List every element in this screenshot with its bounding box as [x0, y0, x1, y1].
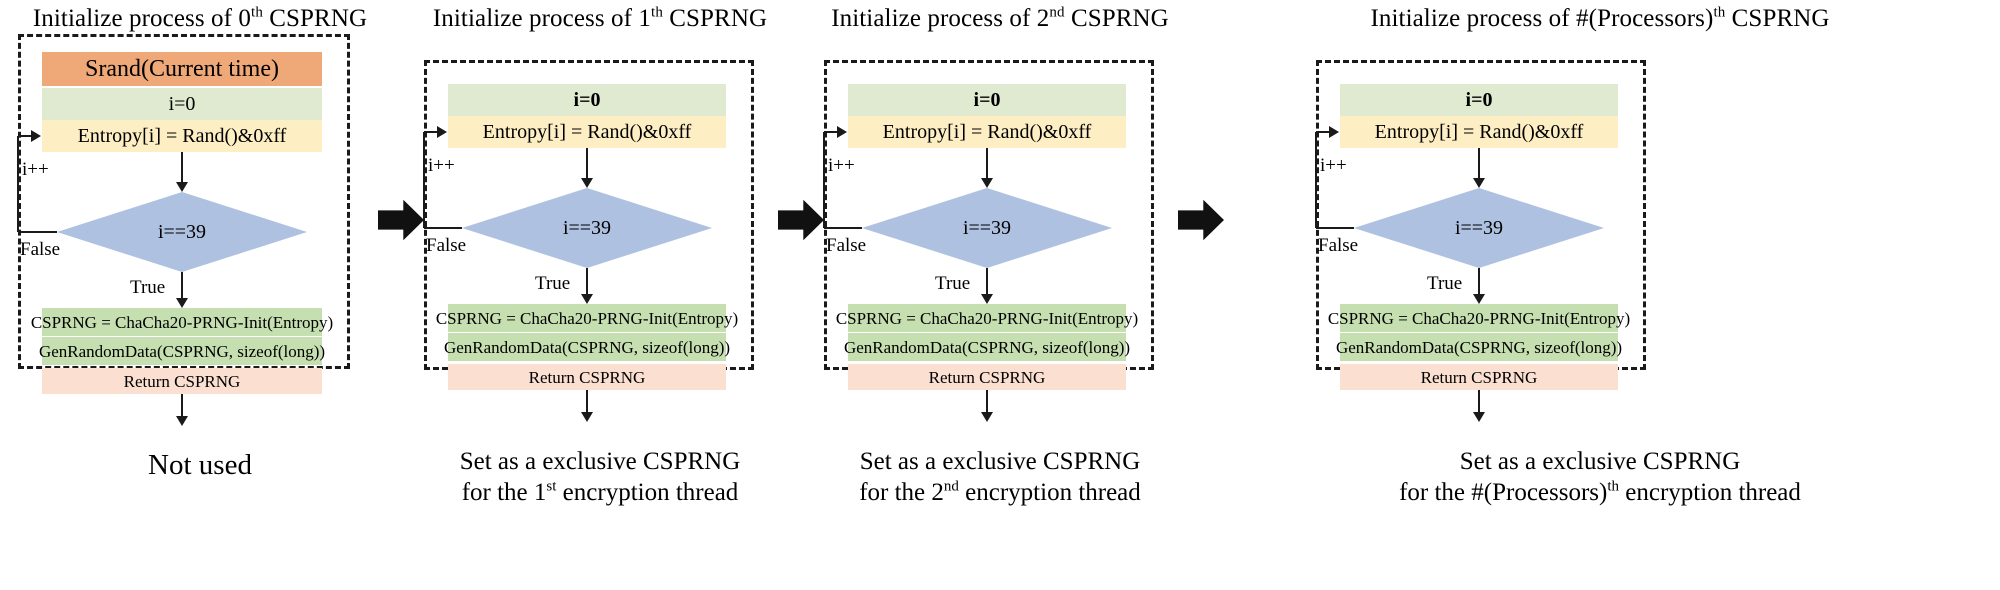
return-box: Return CSPRNG — [42, 368, 322, 394]
csprng-init-box: CSPRNG = ChaCha20-PRNG-Init(Entropy) — [31, 308, 333, 336]
true-branch-line — [986, 268, 988, 296]
loop-return-line — [424, 131, 438, 133]
output-line — [1478, 390, 1480, 420]
output-arrow — [1473, 412, 1485, 422]
true-branch-label: True — [535, 273, 571, 294]
return-box: Return CSPRNG — [1340, 364, 1618, 390]
loop-return-line — [18, 135, 32, 137]
entropy-to-decision-arrow — [176, 182, 188, 192]
panel-3: Initialize process of #(Processors)th CS… — [1200, 0, 2000, 590]
loop-return-arrow — [437, 126, 447, 138]
panel-0: Initialize process of 0th CSPRNG Srand(Cu… — [0, 0, 400, 590]
loop-riser-line — [1315, 132, 1317, 228]
entropy-to-decision-line — [1478, 148, 1480, 180]
srand-box: Srand(Current time) — [42, 52, 322, 86]
false-branch-line — [18, 231, 57, 233]
entropy-to-decision-line — [181, 152, 183, 184]
panel-title: Initialize process of 2nd CSPRNG — [831, 4, 1169, 32]
entropy-to-decision-line — [986, 148, 988, 180]
entropy-box: Entropy[i] = Rand()&0xff — [1340, 116, 1618, 148]
true-branch-label: True — [130, 277, 166, 298]
true-branch-arrow — [176, 298, 188, 308]
return-box: Return CSPRNG — [848, 364, 1126, 390]
output-line — [181, 394, 183, 424]
output-arrow — [981, 412, 993, 422]
entropy-to-decision-arrow — [581, 178, 593, 188]
true-branch-arrow — [1473, 294, 1485, 304]
panel-title: Initialize process of #(Processors)th CS… — [1370, 4, 1830, 32]
panel-dashed-border — [18, 34, 350, 369]
false-branch-line — [1316, 227, 1354, 229]
output-arrow — [581, 412, 593, 422]
false-branch-label: False — [826, 235, 867, 256]
false-branch-label: False — [20, 239, 61, 260]
return-box: Return CSPRNG — [448, 364, 726, 390]
csprng-init-box: CSPRNG = ChaCha20-PRNG-Init(Entropy) — [1328, 304, 1630, 332]
gen-random-data-box: GenRandomData(CSPRNG, sizeof(long)) — [444, 333, 730, 361]
output-line — [586, 390, 588, 420]
init-box: i=0 — [448, 84, 726, 116]
false-branch-label: False — [1318, 235, 1359, 256]
init-box: i=0 — [1340, 84, 1618, 116]
loop-riser-line — [823, 132, 825, 228]
panel-caption: Not used — [148, 449, 252, 481]
true-branch-line — [181, 272, 183, 300]
gen-random-data-box: GenRandomData(CSPRNG, sizeof(long)) — [1336, 333, 1622, 361]
init-box: i=0 — [848, 84, 1126, 116]
true-branch-arrow — [981, 294, 993, 304]
loop-riser-line — [17, 136, 19, 232]
loop-return-arrow — [837, 126, 847, 138]
gen-random-data-box: GenRandomData(CSPRNG, sizeof(long)) — [844, 333, 1130, 361]
loop-increment-label: i++ — [828, 155, 855, 176]
panel-title: Initialize process of 0th CSPRNG — [32, 4, 368, 32]
gen-random-data-box: GenRandomData(CSPRNG, sizeof(long)) — [39, 337, 325, 365]
init-box: i=0 — [42, 88, 322, 120]
entropy-box: Entropy[i] = Rand()&0xff — [848, 116, 1126, 148]
false-branch-label: False — [426, 235, 467, 256]
true-branch-arrow — [581, 294, 593, 304]
loop-return-line — [824, 131, 838, 133]
loop-return-line — [1316, 131, 1330, 133]
loop-riser-line — [423, 132, 425, 228]
output-arrow — [176, 416, 188, 426]
panel-title: Initialize process of 1th CSPRNG — [432, 4, 768, 32]
loop-increment-label: i++ — [22, 159, 49, 180]
false-branch-line — [824, 227, 862, 229]
entropy-box: Entropy[i] = Rand()&0xff — [42, 120, 322, 152]
entropy-to-decision-arrow — [1473, 178, 1485, 188]
loop-increment-label: i++ — [428, 155, 455, 176]
entropy-box: Entropy[i] = Rand()&0xff — [448, 116, 726, 148]
true-branch-line — [586, 268, 588, 296]
loop-increment-label: i++ — [1320, 155, 1347, 176]
output-line — [986, 390, 988, 420]
false-branch-line — [424, 227, 462, 229]
loop-return-arrow — [31, 130, 41, 142]
csprng-init-box: CSPRNG = ChaCha20-PRNG-Init(Entropy) — [836, 304, 1138, 332]
true-branch-label: True — [1427, 273, 1463, 294]
entropy-to-decision-arrow — [981, 178, 993, 188]
true-branch-label: True — [935, 273, 971, 294]
csprng-init-box: CSPRNG = ChaCha20-PRNG-Init(Entropy) — [436, 304, 738, 332]
entropy-to-decision-line — [586, 148, 588, 180]
loop-return-arrow — [1329, 126, 1339, 138]
true-branch-line — [1478, 268, 1480, 296]
